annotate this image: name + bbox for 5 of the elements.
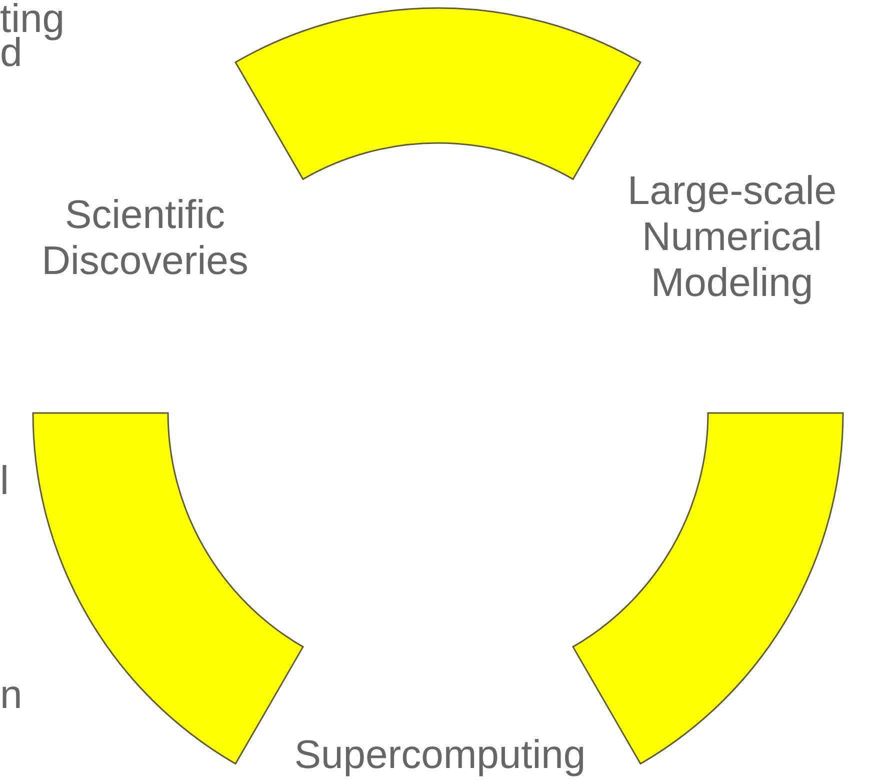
- stage-label: Large-scale Numerical Modeling: [592, 168, 872, 306]
- stage-label: Scientific Discoveries: [10, 192, 280, 284]
- text-fragment: l: [0, 458, 9, 504]
- stage-label: Supercomputing: [240, 732, 640, 778]
- text-fragment: n: [0, 672, 22, 718]
